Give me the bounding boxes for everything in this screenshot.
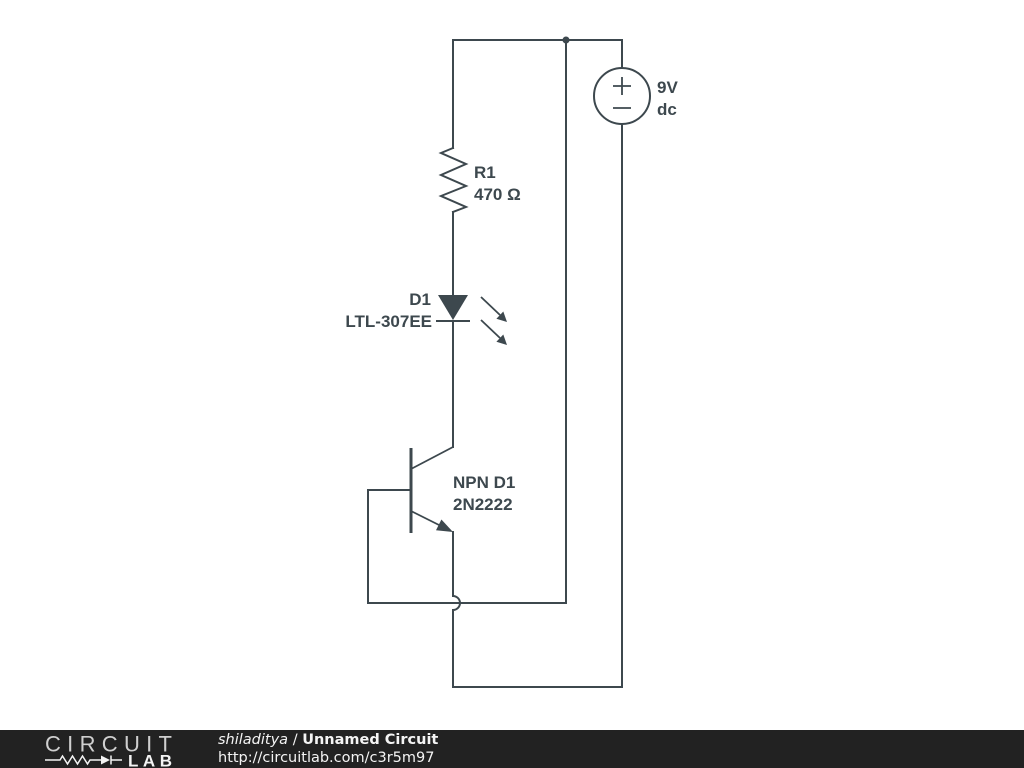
voltage-value-label: 9V <box>657 78 678 97</box>
voltage-source-circle <box>593 67 651 125</box>
circuit-title: Unnamed Circuit <box>302 732 439 748</box>
wire-emitter-return <box>452 123 623 688</box>
transistor-part-label: 2N2222 <box>453 495 513 514</box>
light-emission-arrows <box>480 296 507 345</box>
logo-diode-bar <box>110 755 122 765</box>
logo-resistor-line <box>45 754 101 766</box>
author-name: shiladitya <box>218 732 289 748</box>
resistor-r1: R1 470 Ω <box>438 146 521 214</box>
emission-arrow-shaft <box>480 319 501 339</box>
logo-diode-triangle <box>101 755 110 765</box>
voltage-type-label: dc <box>657 100 677 119</box>
transistor-collector-lead <box>410 446 454 470</box>
led-diode-triangle <box>438 295 468 320</box>
wire-base-loop <box>367 39 567 604</box>
led-d1: D1 LTL-307EE <box>345 290 507 345</box>
transistor-emitter-lead <box>410 510 441 527</box>
schematic-canvas: R1 470 Ω D1 LTL-307EE NPN D1 2N2222 9V <box>345 36 678 688</box>
logo-wordmark-bottom: LAB <box>128 752 172 768</box>
circuit-byline: shiladitya / Unnamed Circuit <box>218 731 438 749</box>
footer-info: shiladitya / Unnamed Circuit http://circ… <box>218 731 438 767</box>
resistor-value-label: 470 Ω <box>474 185 521 204</box>
transistor-ref-label: NPN D1 <box>453 473 515 492</box>
led-ref-label: D1 <box>409 290 431 309</box>
circuitlab-logo-icon: CIRCUIT LAB <box>45 732 172 768</box>
emission-arrow-head <box>496 311 507 322</box>
resistor-ref-label: R1 <box>474 163 496 182</box>
emission-arrow-shaft <box>480 296 501 316</box>
transistor-emitter-arrow <box>436 519 453 532</box>
wire-top-rail <box>452 39 623 149</box>
circuit-url-link[interactable]: http://circuitlab.com/c3r5m97 <box>218 750 435 766</box>
byline-separator: / <box>292 732 298 748</box>
resistor-symbol <box>438 146 469 214</box>
voltage-source-9v: 9V dc <box>593 67 678 125</box>
emission-arrow-head <box>496 334 507 345</box>
transistor-q1: NPN D1 2N2222 <box>409 446 515 533</box>
led-part-label: LTL-307EE <box>345 312 432 331</box>
plus-sign <box>613 77 631 95</box>
footer-bar: CIRCUIT LAB shiladitya / Unnamed Circuit… <box>0 730 1024 768</box>
